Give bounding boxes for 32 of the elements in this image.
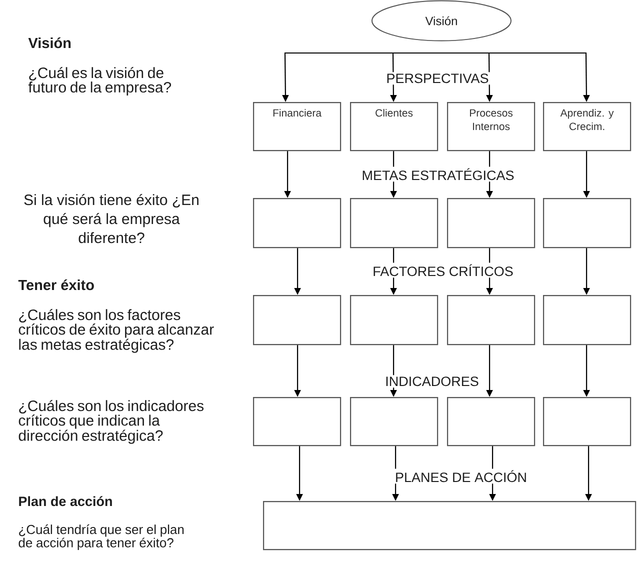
question-text: ¿Cuáles son los indicadores críticos que indican la dirección estratégica? [18, 400, 204, 444]
process-box: Financiera [253, 102, 342, 152]
empty-box [447, 198, 536, 248]
question-text: ¿Cuáles son los factores críticos de éxito para alcanzar las metas estratégicas? [18, 308, 214, 353]
empty-box [350, 397, 438, 446]
empty-box [447, 397, 536, 446]
empty-box [253, 198, 342, 248]
section-label: FACTORES CRÍTICOS [371, 262, 515, 278]
empty-box [253, 295, 342, 346]
section-label: INDICADORES [384, 375, 480, 388]
empty-box [263, 501, 636, 550]
empty-box [253, 397, 342, 446]
question-text: Si la visión tiene éxito ¿En qué será la empresa diferente? [24, 194, 198, 244]
empty-box [350, 295, 438, 346]
heading-text: Plan de acción [19, 496, 112, 506]
section-label: PLANES DE ACCIÓN [394, 468, 529, 484]
question-text: ¿Cuál es la visión de futuro de la empresa? [28, 66, 172, 96]
process-box: Procesos Internos [447, 102, 536, 152]
empty-box [543, 295, 632, 346]
empty-box [543, 397, 632, 446]
process-box: Clientes [350, 102, 438, 152]
heading-text: Tener éxito [18, 279, 94, 290]
ellipse-node: Visión [372, 0, 512, 42]
section-label: PERSPECTIVAS [384, 72, 490, 85]
empty-box [543, 198, 632, 248]
empty-box [350, 198, 438, 248]
heading-text: Visión [28, 37, 71, 48]
empty-box [447, 295, 536, 346]
process-box: Aprendiz. y Crecim. [543, 102, 632, 152]
section-label: METAS ESTRATÉGICAS [360, 166, 516, 182]
question-text: ¿Cuál tendría que ser el plan de acción para tener éxito? [18, 524, 184, 550]
connector-line [284, 52, 587, 54]
